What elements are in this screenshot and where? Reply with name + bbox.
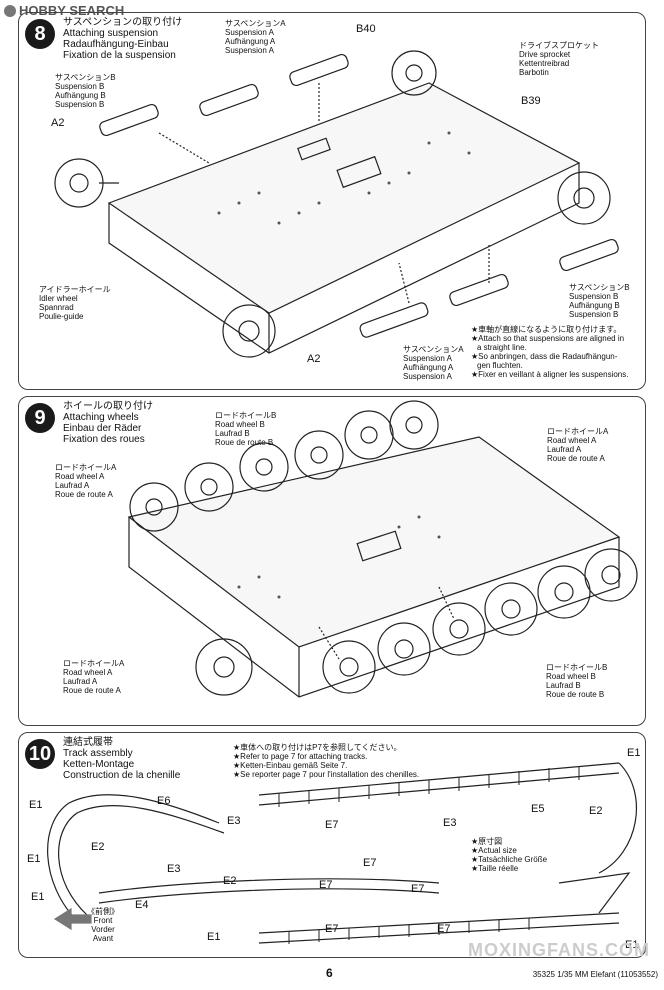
part-code: E3 xyxy=(443,817,457,829)
part-code: E7 xyxy=(437,923,451,935)
part-code: E1 xyxy=(29,799,43,811)
footer-text: 35325 1/35 MM Elefant (11053552) xyxy=(532,970,658,979)
wheels-diagram xyxy=(127,400,638,698)
part-code: E7 xyxy=(319,879,333,891)
part-code: E4 xyxy=(135,899,149,911)
part-code: E5 xyxy=(531,803,545,815)
part-code-b40: B40 xyxy=(356,23,376,35)
part-code: E3 xyxy=(167,863,181,875)
part-code: E1 xyxy=(207,931,221,943)
part-code-a2-bottom: A2 xyxy=(307,353,321,365)
part-code: E1 xyxy=(627,747,641,759)
alignment-note: ★車軸が直線になるように取り付けます。★Attach so that suspe… xyxy=(471,325,629,379)
page-number: 6 xyxy=(326,966,333,980)
part-code: E7 xyxy=(325,819,339,831)
part-code: E7 xyxy=(411,883,425,895)
part-code: E7 xyxy=(363,857,377,869)
part-code: E1 xyxy=(625,939,639,951)
suspension-diagram xyxy=(54,50,619,358)
part-code: E3 xyxy=(227,815,241,827)
moxingfans-watermark: MOXINGFANS.COM xyxy=(467,940,650,960)
part-code: E6 xyxy=(157,795,171,807)
part-code: E2 xyxy=(223,875,237,887)
actual-size-note: ★原寸図★Actual size★Tatsächliche Größe★Tail… xyxy=(471,837,548,873)
part-code: E2 xyxy=(589,805,603,817)
step-number: 9 xyxy=(25,403,55,433)
step-number: 8 xyxy=(25,19,55,49)
part-code-a2-top: A2 xyxy=(51,117,65,129)
track-diagram xyxy=(47,762,638,944)
part-code: E2 xyxy=(91,841,105,853)
part-code-b39: B39 xyxy=(521,95,541,107)
logo-icon xyxy=(4,4,16,17)
step-number: 10 xyxy=(25,739,55,769)
step-title: サスペンションの取り付け Attaching suspension Radauf… xyxy=(63,17,183,61)
part-code: E1 xyxy=(31,891,45,903)
hobby-search-watermark: HOBBY SEARCH xyxy=(4,3,124,18)
step-8-panel: 8 サスペンションの取り付け Attaching suspension Rada… xyxy=(18,12,646,390)
attach-reference-note: ★車体への取り付けはP7を参照してください。★Refer to page 7 f… xyxy=(233,743,420,779)
part-code: E1 xyxy=(27,853,41,865)
part-code: E7 xyxy=(325,923,339,935)
